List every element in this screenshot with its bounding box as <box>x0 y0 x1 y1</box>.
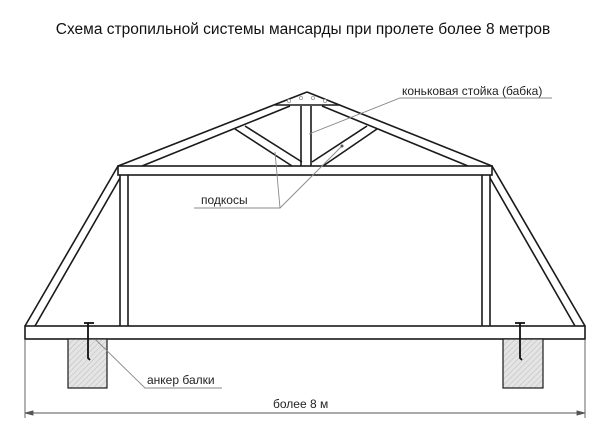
post-right <box>481 175 491 326</box>
upper-rafter-left <box>117 91 308 167</box>
foundation-right <box>502 338 544 389</box>
upper-rafter-right <box>306 91 493 167</box>
strut-right <box>311 125 378 167</box>
lower-rafter-left <box>24 165 121 327</box>
strut-left <box>234 125 303 167</box>
lower-rafter-right <box>489 165 586 327</box>
gusset-bolts <box>286 96 327 104</box>
span-label: более 8 м <box>273 397 328 411</box>
anchor-left <box>84 322 94 361</box>
king-post <box>300 106 312 166</box>
anchor-leader <box>95 339 222 389</box>
anchor-label: анкер балки <box>147 373 215 387</box>
floor-beam <box>24 325 586 340</box>
anchor-right <box>515 322 525 361</box>
diagram-title: Схема стропильной системы мансарды при п… <box>55 21 551 38</box>
span-dimension-line <box>24 340 586 418</box>
struts-label: подкосы <box>201 193 248 207</box>
ceiling-beam <box>117 165 493 176</box>
ridge-post-label: коньковая стойка (бабка) <box>402 84 542 98</box>
post-left <box>119 175 129 326</box>
ridge-post-leader <box>308 97 552 135</box>
